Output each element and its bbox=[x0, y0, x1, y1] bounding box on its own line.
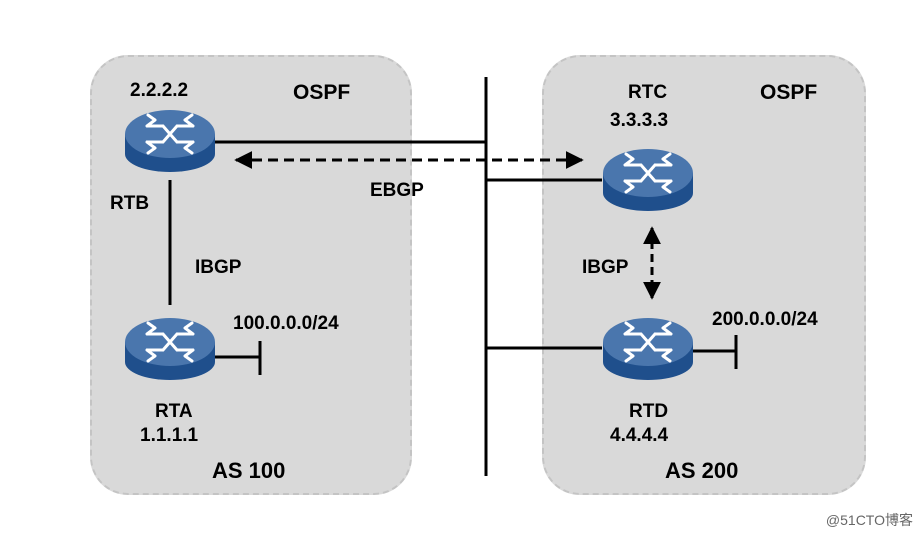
rtb-id-label: 2.2.2.2 bbox=[130, 80, 189, 101]
ebgp-label: EBGP bbox=[370, 180, 424, 201]
as-100-protocol-label: OSPF bbox=[293, 81, 351, 104]
rtc-id-label: 3.3.3.3 bbox=[610, 110, 669, 131]
network-200-label: 200.0.0.0/24 bbox=[712, 309, 818, 330]
network-100-label: 100.0.0.0/24 bbox=[233, 313, 339, 334]
ibgp-right-label: IBGP bbox=[582, 257, 629, 278]
rta-id-label: 1.1.1.1 bbox=[140, 425, 199, 446]
rtc-name-label: RTC bbox=[628, 82, 668, 103]
router-icon bbox=[125, 110, 215, 172]
rta-name-label: RTA bbox=[155, 401, 193, 422]
ibgp-left-label: IBGP bbox=[195, 257, 242, 278]
as-200-label: AS 200 bbox=[665, 458, 739, 483]
rtd-name-label: RTD bbox=[629, 401, 669, 422]
as-100-label: AS 100 bbox=[212, 458, 286, 483]
router-icon bbox=[125, 318, 215, 380]
as-200-area bbox=[542, 55, 866, 495]
rtd-id-label: 4.4.4.4 bbox=[610, 425, 669, 446]
as-200-protocol-label: OSPF bbox=[760, 81, 818, 104]
watermark: @51CTO博客 bbox=[825, 512, 913, 528]
router-icon bbox=[603, 318, 693, 380]
router-icon bbox=[603, 149, 693, 211]
rtb-name-label: RTB bbox=[110, 193, 150, 214]
